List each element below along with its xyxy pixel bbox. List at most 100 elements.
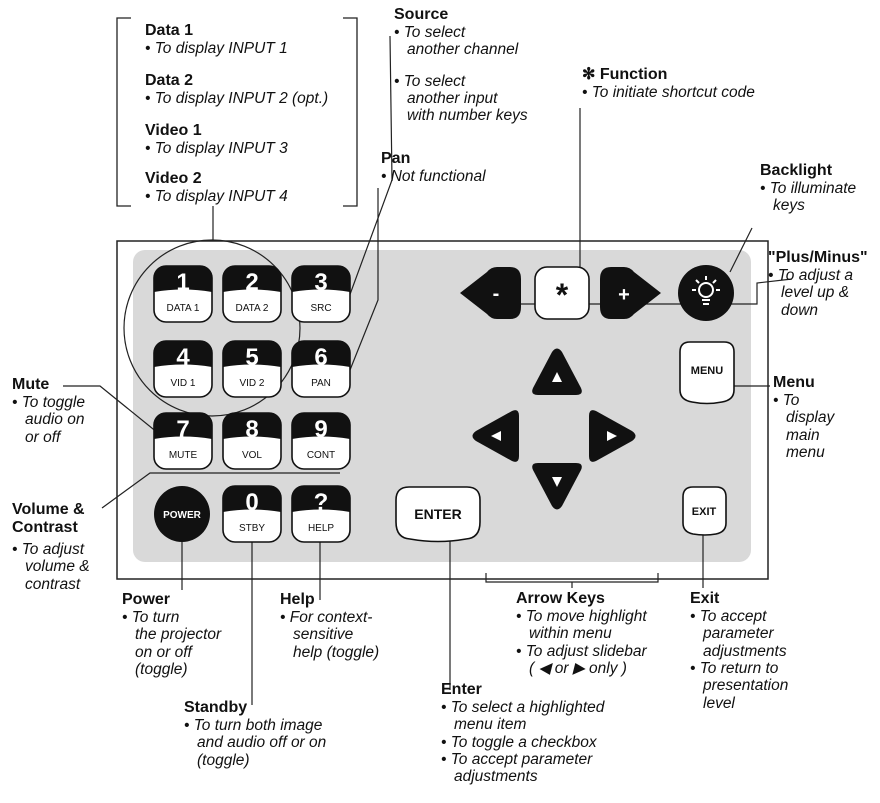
arrow-button-face [532,348,582,395]
callout-data2-title: Data 2 [145,72,194,89]
leader-lines [63,35,793,705]
key-cap [223,413,281,439]
plus-button-label: + [618,284,630,306]
callout-enter-line: adjustments [454,768,538,786]
exit-button[interactable]: EXIT [682,486,727,536]
callout-power-line: (toggle) [135,660,188,678]
callout-video2: Video 2 • To display INPUT 4 [145,170,288,205]
callout-pan: Pan • Not functional [381,150,486,185]
key-cap [292,486,350,512]
callout-menu-line: main [786,426,820,444]
key-sublabel: VID 2 [239,378,264,389]
arrow-right-button[interactable] [589,410,636,462]
callout-help-line: • For context- [280,608,373,626]
arrow-up-button[interactable] [532,348,582,396]
key-cap [223,266,281,292]
callout-help-title: Help [280,591,315,608]
key-sublabel: SRC [310,303,331,314]
arrow-down-button[interactable] [532,463,582,510]
callout-standby-line: and audio off or on [197,734,327,752]
callout-data1-line: • To display INPUT 1 [145,39,288,57]
enter-button[interactable]: ENTER [395,486,481,543]
callout-source-line: • To select [394,72,466,90]
callout-backlight-title: Backlight [760,162,833,179]
key-sublabel: DATA 2 [236,303,269,314]
callout-video1-line: • To display INPUT 3 [145,139,288,157]
callout-data2-line: • To display INPUT 2 (opt.) [145,89,329,107]
plus-button[interactable]: + [600,267,661,319]
callout-exit-line: presentation [703,677,789,695]
callout-source-title: Source [394,6,449,23]
key-help[interactable]: ?HELP [291,485,351,543]
callout-function-title: ✻ Function [582,66,668,83]
key-cap [292,266,350,292]
callout-arrow-keys: Arrow Keys • To move highlight within me… [516,590,647,677]
input-bracket [116,17,358,207]
arrow-triangle-icon [491,431,501,441]
arrow-triangle-icon [552,477,562,487]
callout-mute-line: or off [25,428,61,446]
callout-enter-line: menu item [454,716,527,734]
callout-exit-title: Exit [690,590,720,607]
key-glyph: 1 [176,269,189,296]
callout-data1: Data 1 • To display INPUT 1 [145,22,288,57]
key-glyph: 3 [314,269,327,296]
callout-mute-title: Mute [12,376,50,393]
callout-exit: Exit • To accept parameter adjustments •… [690,590,788,712]
callout-menu-line: • To [773,391,800,409]
minus-button[interactable]: - [460,267,521,319]
key-cap [292,341,350,367]
minus-button-label: - [493,283,500,305]
key-cap [292,413,350,439]
arrow-left-button[interactable] [472,410,520,462]
key-cap [154,341,212,367]
key-sublabel: STBY [239,523,265,534]
key-glyph: ? [314,489,329,516]
plus-button-face [600,267,661,319]
callout-exit-line: parameter [703,625,774,643]
key-sublabel: CONT [307,450,335,461]
menu-button-label: MENU [691,365,723,377]
callout-arrow-line: within menu [529,625,612,643]
callout-plusminus-title: "Plus/Minus" [768,249,868,266]
menu-button[interactable]: MENU [679,341,735,405]
callout-enter-line: • To accept parameter [441,750,593,768]
callout-plusminus-line: • To adjust a [768,266,853,284]
function-button-face [534,266,590,320]
callout-volume-title2: Contrast [12,518,78,536]
input-keys-ring [123,239,301,417]
callout-volume-title: Volume & [12,501,85,518]
key-glyph: 4 [176,344,190,371]
key-sublabel: DATA 1 [167,303,200,314]
backlight-button[interactable] [678,265,734,321]
callout-arrow-line: • To move highlight [516,607,647,625]
callout-power: Power • To turn the projector on or off … [122,591,221,678]
exit-button-face [682,486,727,536]
callout-backlight-line: keys [773,197,805,215]
function-button[interactable]: * [534,266,590,320]
callout-function: ✻ Function • To initiate shortcut code [582,66,755,101]
arrow-triangle-icon [552,372,562,382]
callout-standby-line: (toggle) [197,751,250,769]
key-cap [223,341,281,367]
key-sublabel: VOL [242,450,262,461]
source-leader [344,35,393,309]
callout-menu: Menu • To display main menu [773,374,834,461]
callout-source-line: another channel [407,41,519,59]
callout-video1: Video 1 • To display INPUT 3 [145,122,288,157]
power-button[interactable]: POWER [154,486,210,542]
callout-plusminus-line: level up & [781,284,850,302]
callout-backlight: Backlight • To illuminate keys [760,162,856,215]
pan-leader [345,188,379,381]
callout-power-line: on or off [135,643,192,661]
